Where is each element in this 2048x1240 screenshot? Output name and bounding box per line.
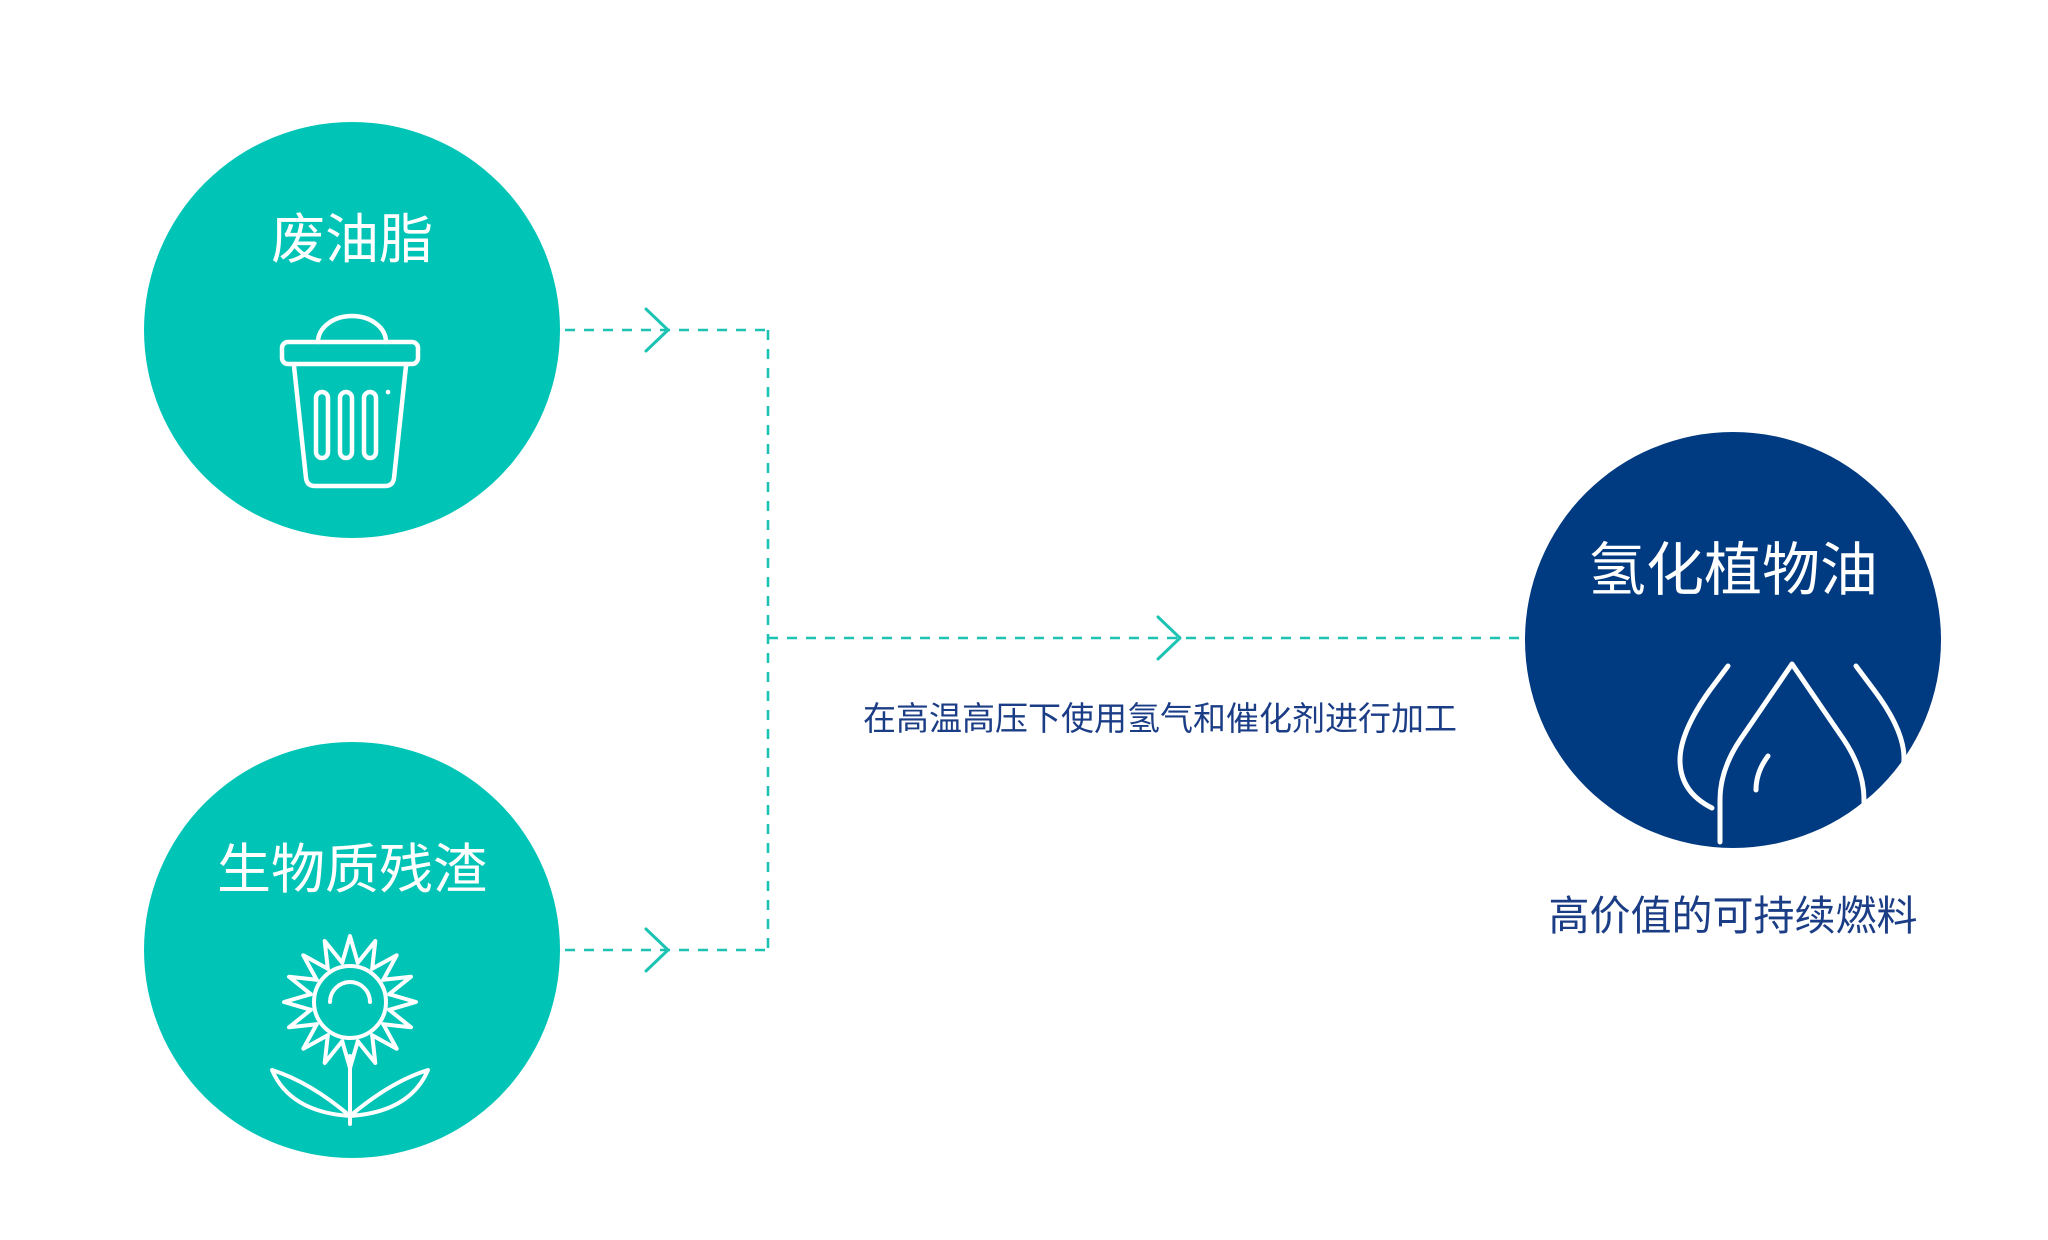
sunflower-petal bbox=[322, 1033, 345, 1065]
sunflower-petal bbox=[287, 1007, 319, 1030]
node-hvo: 氢化植物油 bbox=[1525, 432, 1941, 848]
arrow-biomass bbox=[644, 927, 670, 973]
sunflower-petal bbox=[370, 953, 399, 982]
sunflower-petal bbox=[387, 992, 418, 1012]
sunflower-petal bbox=[381, 974, 413, 997]
node-biomass-label: 生物质残渣 bbox=[217, 838, 487, 901]
process-description-label: 在高温高压下使用氢气和催化剂进行加工 bbox=[863, 699, 1457, 738]
connectors bbox=[565, 307, 1520, 973]
node-waste-oil-label: 废油脂 bbox=[271, 208, 433, 271]
sunflower-petal bbox=[355, 939, 378, 971]
node-waste-oil-circle bbox=[144, 122, 560, 538]
output-caption: 高价值的可持续燃料 bbox=[1549, 892, 1918, 940]
sunflower-icon bbox=[270, 934, 430, 1126]
arrow-to-output bbox=[1156, 615, 1182, 661]
sunflower-petal bbox=[381, 1007, 413, 1030]
sunflower-petal bbox=[287, 974, 319, 997]
node-biomass: 生物质残渣 bbox=[144, 742, 560, 1158]
node-hvo-circle bbox=[1525, 432, 1941, 848]
oil-drops-icon bbox=[1677, 661, 1907, 845]
sunflower-petal bbox=[322, 939, 345, 971]
trash-bin-icon bbox=[279, 313, 421, 489]
sunflower-petal bbox=[370, 1022, 399, 1051]
node-waste-oil: 废油脂 bbox=[144, 122, 560, 538]
sunflower-petal bbox=[340, 934, 360, 965]
sunflower-petal bbox=[301, 1022, 330, 1051]
node-hvo-label: 氢化植物油 bbox=[1588, 536, 1878, 604]
arrow-waste-oil bbox=[644, 307, 670, 353]
sunflower-petal bbox=[301, 953, 330, 982]
sunflower-petal bbox=[355, 1033, 378, 1065]
sunflower-petal bbox=[282, 992, 313, 1012]
